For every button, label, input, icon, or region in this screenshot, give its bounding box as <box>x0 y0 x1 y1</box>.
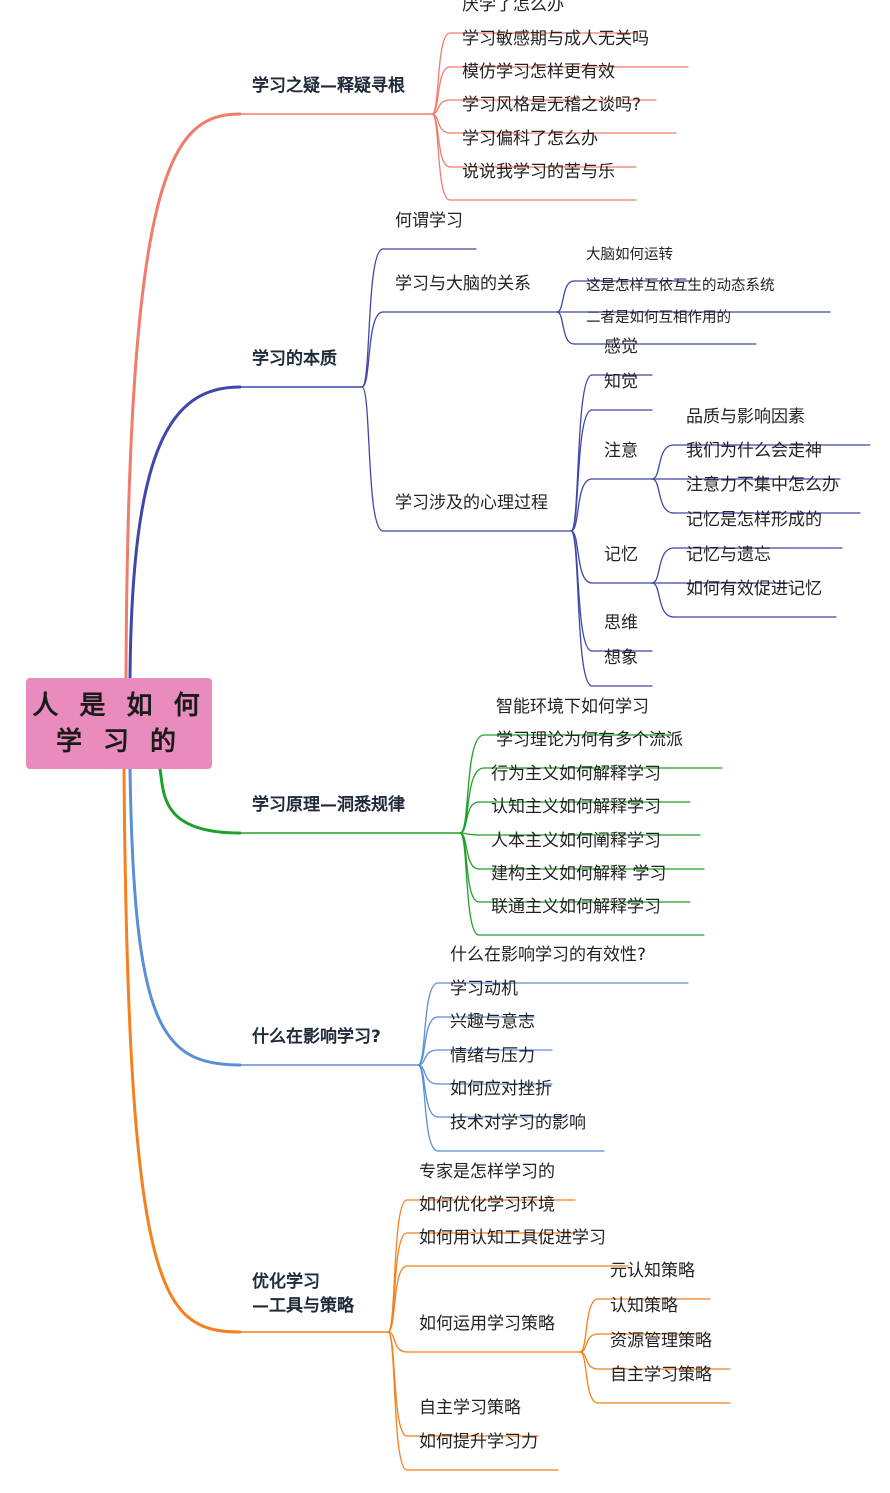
branch-stem <box>158 767 242 835</box>
topic-node[interactable]: 模仿学习怎样更有效 <box>462 62 615 82</box>
topic-node[interactable]: 学习风格是无稽之谈吗? <box>462 95 642 115</box>
topic-node[interactable]: 感觉 <box>604 337 638 357</box>
topic-node[interactable]: 学习涉及的心理过程 <box>395 493 548 513</box>
connector-line <box>387 1265 408 1333</box>
topic-node[interactable]: 何谓学习 <box>395 211 463 231</box>
branch-node[interactable]: 学习的本质 <box>252 349 337 369</box>
connector-line <box>431 66 451 115</box>
connector-line <box>361 386 384 532</box>
connector-line <box>431 113 451 201</box>
topic-node[interactable]: 认知主义如何解释学习 <box>491 797 661 817</box>
connector-line <box>570 530 593 652</box>
topic-node[interactable]: 如何应对挫折 <box>450 1079 552 1099</box>
topic-node[interactable]: 品质与影响因素 <box>686 407 805 427</box>
connector-line <box>459 801 480 834</box>
root-label: 人 是 如 何 学 习 的 <box>32 690 206 757</box>
topic-node[interactable]: 注意力不集中怎么办 <box>686 475 839 495</box>
topic-node[interactable]: 人本主义如何阐释学习 <box>491 831 661 851</box>
topic-node[interactable]: 说说我学习的苦与乐 <box>462 162 615 182</box>
topic-node[interactable]: 如何用认知工具促进学习 <box>419 1228 606 1248</box>
topic-node[interactable]: 如何优化学习环境 <box>419 1195 555 1215</box>
connector-line <box>431 32 451 115</box>
topic-node[interactable]: 如何提升学习力 <box>419 1432 538 1452</box>
branch-node[interactable]: 学习原理—洞悉规律 <box>252 795 405 815</box>
topic-node[interactable]: 二者是如何互相作用的 <box>586 309 731 326</box>
branch-node[interactable]: 学习之疑—释疑寻根 <box>252 76 405 96</box>
topic-node[interactable]: 专家是怎样学习的 <box>419 1162 555 1182</box>
topic-node[interactable]: 学习与大脑的关系 <box>395 274 531 294</box>
connector-line <box>417 982 439 1066</box>
topic-node[interactable]: 知觉 <box>604 372 638 392</box>
topic-node[interactable]: 行为主义如何解释学习 <box>491 764 661 784</box>
topic-node[interactable]: 技术对学习的影响 <box>450 1113 586 1133</box>
topic-node[interactable]: 记忆是怎样形成的 <box>686 510 822 530</box>
topic-node[interactable]: 联通主义如何解释学习 <box>491 897 661 917</box>
connector-line <box>459 832 480 903</box>
topic-node[interactable]: 记忆与遗忘 <box>686 545 771 565</box>
connector-line <box>417 1049 439 1066</box>
connector-line <box>579 1298 599 1353</box>
topic-node[interactable]: 想象 <box>604 648 638 668</box>
connector-line <box>570 530 593 687</box>
topic-node[interactable]: 学习理论为何有多个流派 <box>496 730 683 750</box>
topic-node[interactable]: 学习动机 <box>450 979 518 999</box>
connector-line <box>361 248 384 388</box>
connector-line <box>651 444 675 480</box>
topic-node[interactable]: 这是怎样互依互生的动态系统 <box>586 277 775 294</box>
topic-node[interactable]: 情绪与压力 <box>450 1046 535 1066</box>
topic-node[interactable]: 如何有效促进记忆 <box>686 579 822 599</box>
connector-line <box>431 99 451 115</box>
connector-line <box>387 1331 408 1353</box>
connector-line <box>579 1351 599 1404</box>
connector-line <box>651 547 675 584</box>
branch-node[interactable]: 优化学习 —工具与策略 <box>252 1272 354 1316</box>
topic-node[interactable]: 大脑如何运转 <box>586 246 673 263</box>
connector-line <box>570 478 593 532</box>
topic-node[interactable]: 自主学习策略 <box>419 1398 521 1418</box>
topic-node[interactable]: 建构主义如何解释 学习 <box>491 864 667 884</box>
topic-node[interactable]: 兴趣与意志 <box>450 1012 535 1032</box>
topic-node[interactable]: 什么在影响学习的有效性? <box>450 945 647 965</box>
topic-node[interactable]: 记忆 <box>604 545 638 565</box>
branch-stem <box>124 112 242 680</box>
topic-node[interactable]: 我们为什么会走神 <box>686 441 822 461</box>
connector-line <box>387 1199 408 1333</box>
connector-line <box>651 582 675 618</box>
root-node[interactable]: 人 是 如 何 学 习 的 <box>26 678 212 769</box>
topic-node[interactable]: 元认知策略 <box>610 1261 695 1281</box>
connector-line <box>417 1064 439 1152</box>
branch-stem <box>128 385 242 680</box>
topic-node[interactable]: 注意 <box>604 441 638 461</box>
connector-line <box>651 478 675 514</box>
topic-node[interactable]: 资源管理策略 <box>610 1331 712 1351</box>
connector-line <box>556 280 575 313</box>
connector-line <box>570 374 593 532</box>
connector-line <box>417 1016 439 1066</box>
topic-node[interactable]: 学习敏感期与成人无关吗 <box>462 29 649 49</box>
topic-node[interactable]: 思维 <box>604 613 638 633</box>
topic-node[interactable]: 学习偏科了怎么办 <box>462 129 598 149</box>
connector-line <box>387 1331 408 1471</box>
connector-line <box>556 311 575 345</box>
connector-line <box>570 409 593 532</box>
topic-node[interactable]: 如何运用学习策略 <box>419 1314 555 1334</box>
topic-node[interactable]: 智能环境下如何学习 <box>496 697 649 717</box>
connector-line <box>361 311 384 388</box>
topic-node[interactable]: 自主学习策略 <box>610 1365 712 1385</box>
branch-stem <box>128 767 242 1067</box>
connector-line <box>579 1333 599 1353</box>
branch-node[interactable]: 什么在影响学习? <box>252 1027 381 1047</box>
topic-node[interactable]: 厌学了怎么办 <box>462 0 564 15</box>
branch-stem <box>122 767 242 1334</box>
connector-line <box>459 767 485 834</box>
topic-node[interactable]: 认知策略 <box>610 1296 678 1316</box>
connector-line <box>459 832 480 936</box>
connector-line <box>459 734 485 834</box>
